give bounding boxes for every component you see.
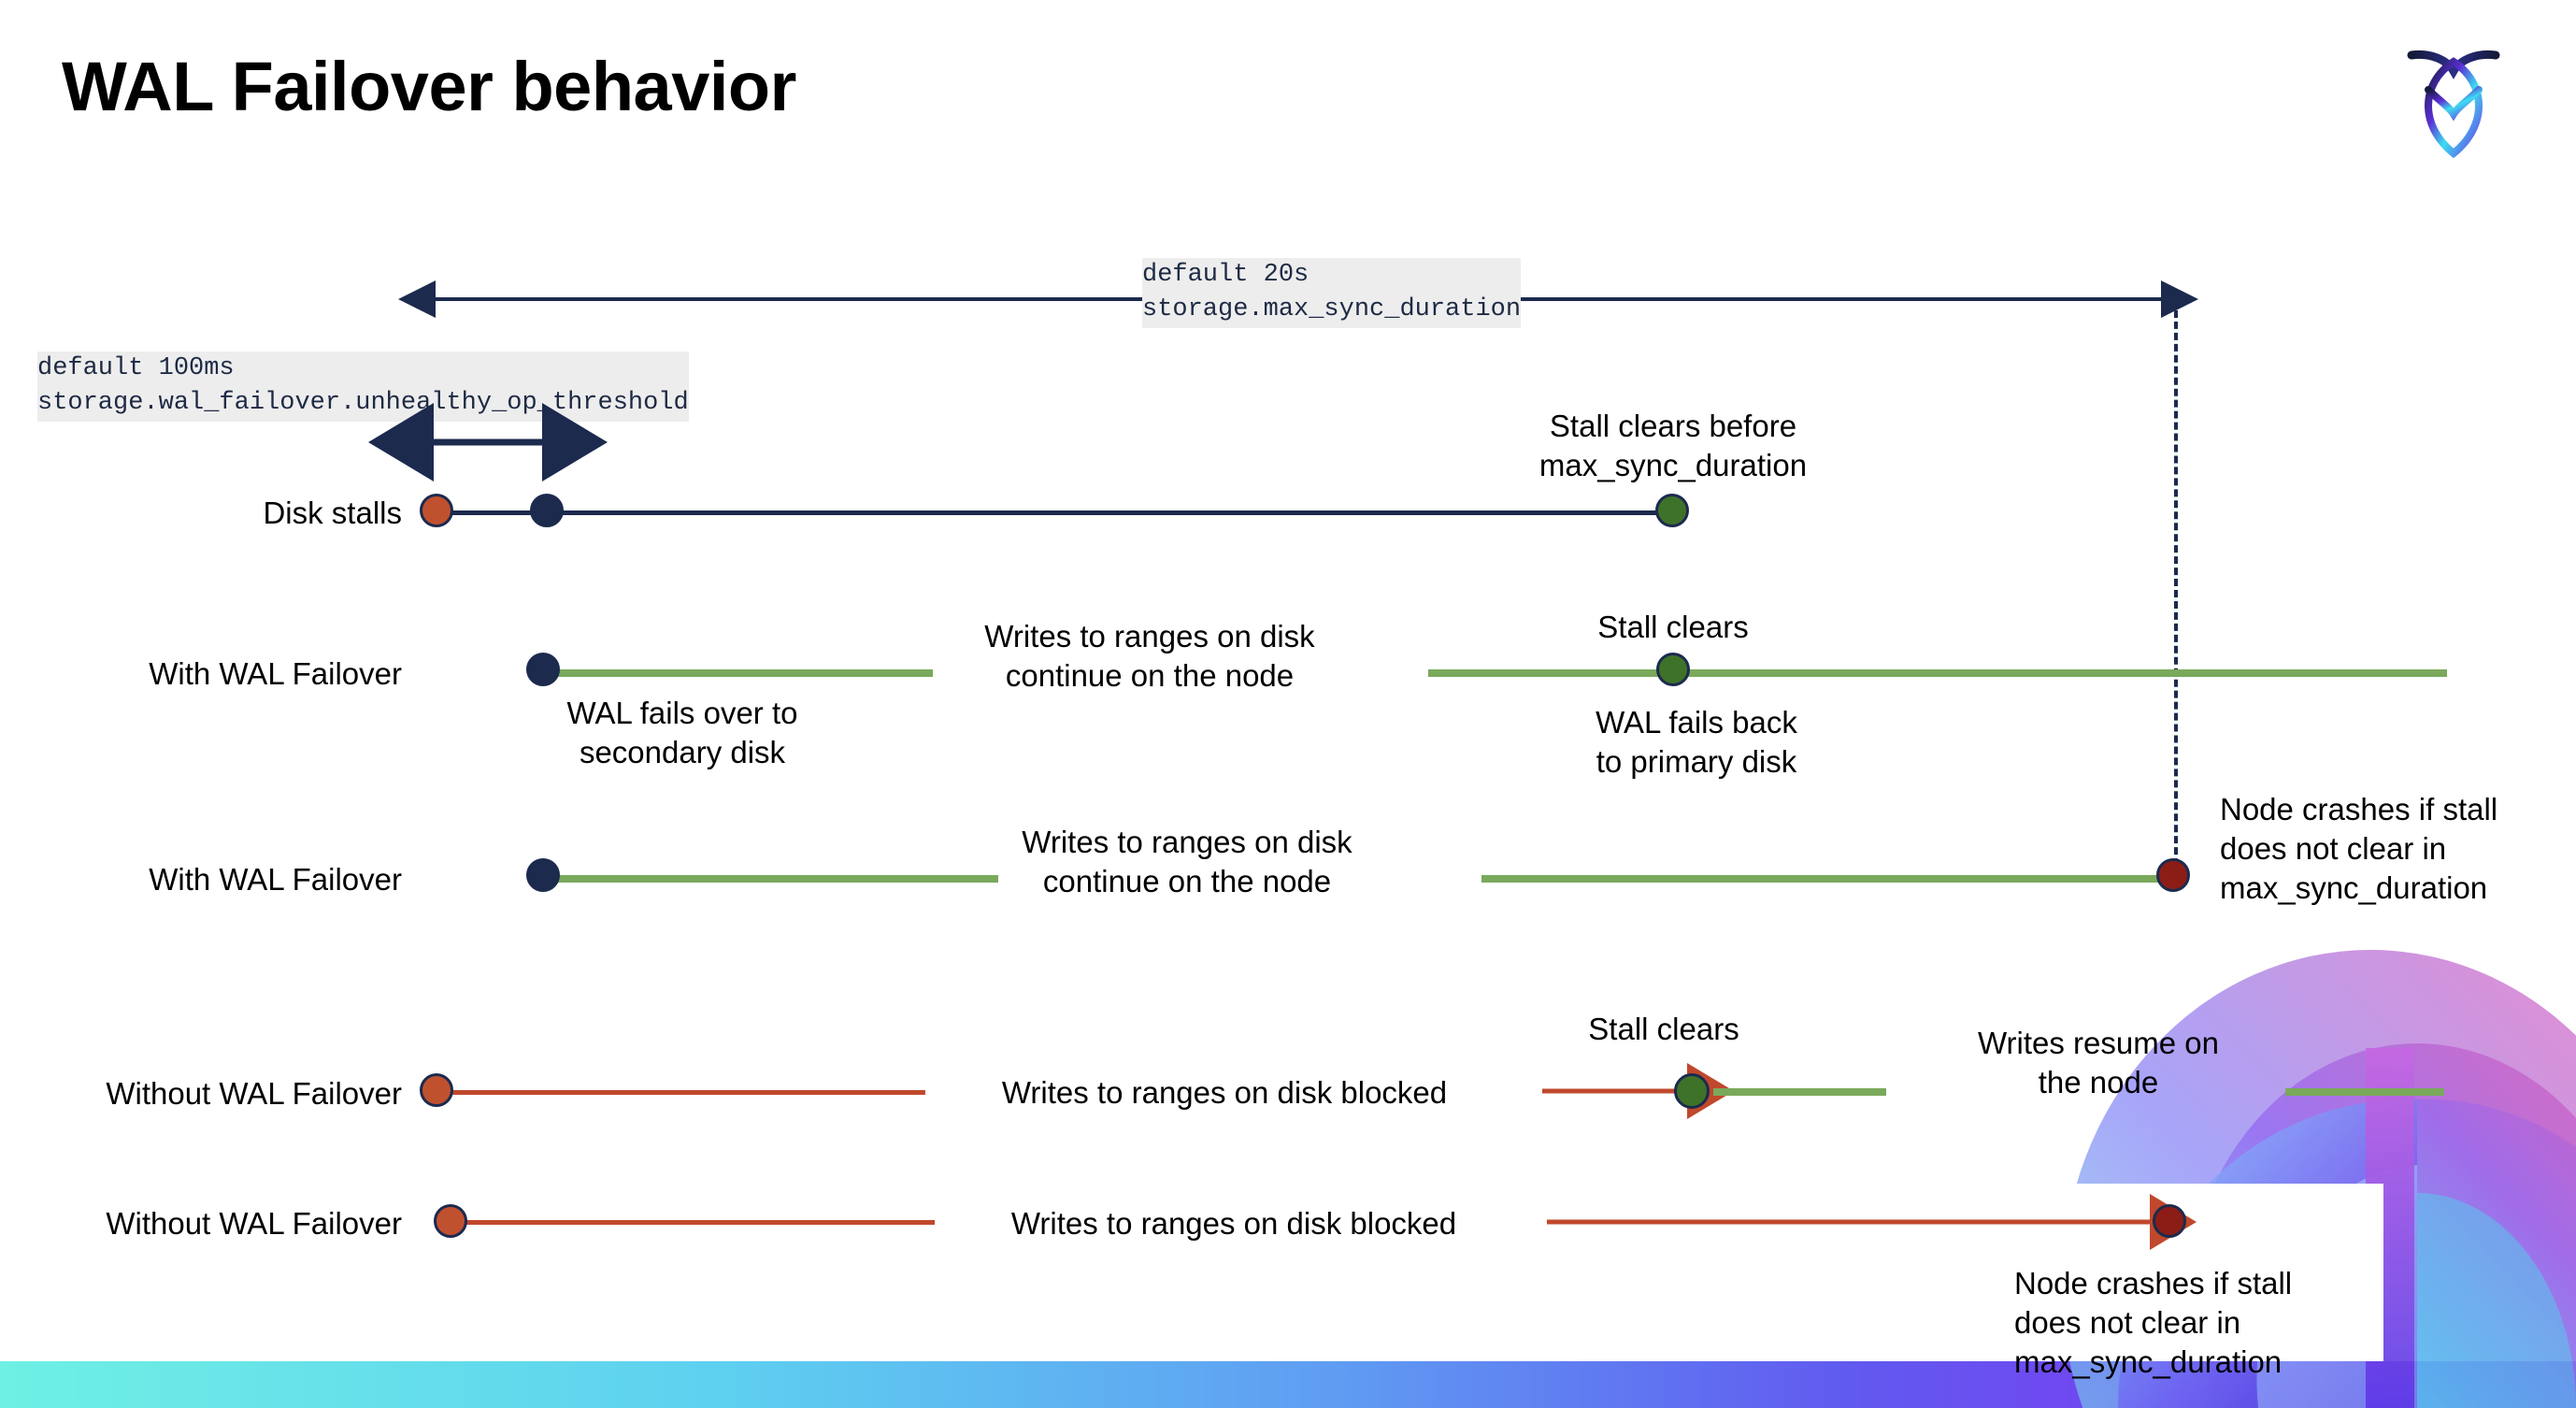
note-node-crashes-1: Node crashes if stall does not clear in … — [2220, 792, 2498, 905]
wal-failover-1-segment-left — [540, 669, 933, 677]
note-writes-resume: Writes resume on the node — [1978, 1026, 2219, 1099]
max-sync-deadline-guide — [2174, 299, 2178, 888]
note-stall-clears-2: Stall clears — [1588, 1012, 1739, 1046]
note-stall-clears-1: Stall clears — [1597, 610, 1749, 644]
page-title: WAL Failover behavior — [62, 48, 796, 125]
cockroachdb-logo-icon — [2407, 50, 2500, 159]
row-label-disk-stalls: Disk stalls — [263, 496, 402, 530]
unhealthy-op-threshold-arrow — [368, 403, 608, 481]
without-failover-1-stall-cleared-marker — [1674, 1073, 1710, 1109]
row-label-with-wal-failover-2: With WAL Failover — [149, 862, 402, 897]
note-wal-fails-over: WAL fails over to secondary disk — [566, 696, 798, 769]
max-sync-default-label: default 20s — [1142, 258, 1309, 294]
note-wal-fails-back: WAL fails back to primary disk — [1596, 705, 1797, 779]
disk-stalls-timeline — [439, 510, 1682, 515]
note-writes-continue-1: Writes to ranges on disk continue on the… — [984, 619, 1315, 693]
without-failover-2-node-crash-marker — [2153, 1204, 2186, 1238]
wal-failover-2-failover-marker — [526, 858, 560, 892]
row-label-with-wal-failover-1: With WAL Failover — [149, 656, 402, 691]
without-failover-1-blocked-segment — [439, 1090, 925, 1095]
wal-failover-1-failover-marker — [526, 653, 560, 686]
without-failover-2-stall-start-marker — [434, 1204, 467, 1238]
without-failover-1-blocked-arrow — [1542, 1063, 1734, 1119]
max-sync-duration-annotation: default 20s storage.max_sync_duration — [1142, 258, 1522, 328]
without-failover-1-resume-segment — [1713, 1088, 1886, 1096]
unhealthy-default-label: default 100ms — [37, 352, 235, 387]
note-writes-continue-2: Writes to ranges on disk continue on the… — [1022, 825, 1352, 898]
disk-stall-detected-marker — [530, 494, 564, 527]
wal-failover-2-segment-left — [540, 875, 998, 883]
wal-failover-2-segment-right — [1481, 875, 2178, 883]
wal-failover-1-segment-right — [1428, 669, 2447, 677]
unhealthy-setting-label: storage.wal_failover.unhealthy_op_thresh… — [37, 386, 689, 422]
note-writes-blocked-2: Writes to ranges on disk blocked — [1010, 1206, 1457, 1241]
row-label-without-wal-failover-1: Without WAL Failover — [106, 1076, 402, 1111]
unhealthy-op-threshold-annotation: default 100ms storage.wal_failover.unhea… — [37, 352, 689, 422]
note-stall-clears-before-max-sync: Stall clears before max_sync_duration — [1538, 409, 1808, 482]
wal-failover-1-stall-cleared-marker — [1656, 653, 1690, 686]
disk-stall-start-marker — [420, 494, 453, 527]
wal-failover-2-node-crash-marker — [2156, 858, 2190, 892]
without-failover-2-blocked-segment-left — [458, 1220, 935, 1225]
without-failover-2-blocked-arrow — [1547, 1194, 2197, 1250]
max-sync-setting-label: storage.max_sync_duration — [1142, 293, 1522, 328]
without-failover-1-stall-start-marker — [420, 1073, 453, 1107]
note-writes-blocked-1: Writes to ranges on disk blocked — [1001, 1075, 1448, 1110]
note-node-crashes-2: Node crashes if stall does not clear in … — [2014, 1266, 2293, 1379]
row-label-without-wal-failover-2: Without WAL Failover — [106, 1206, 402, 1241]
disk-stall-cleared-marker — [1655, 494, 1689, 527]
without-failover-1-resume-segment-far — [2285, 1088, 2444, 1096]
